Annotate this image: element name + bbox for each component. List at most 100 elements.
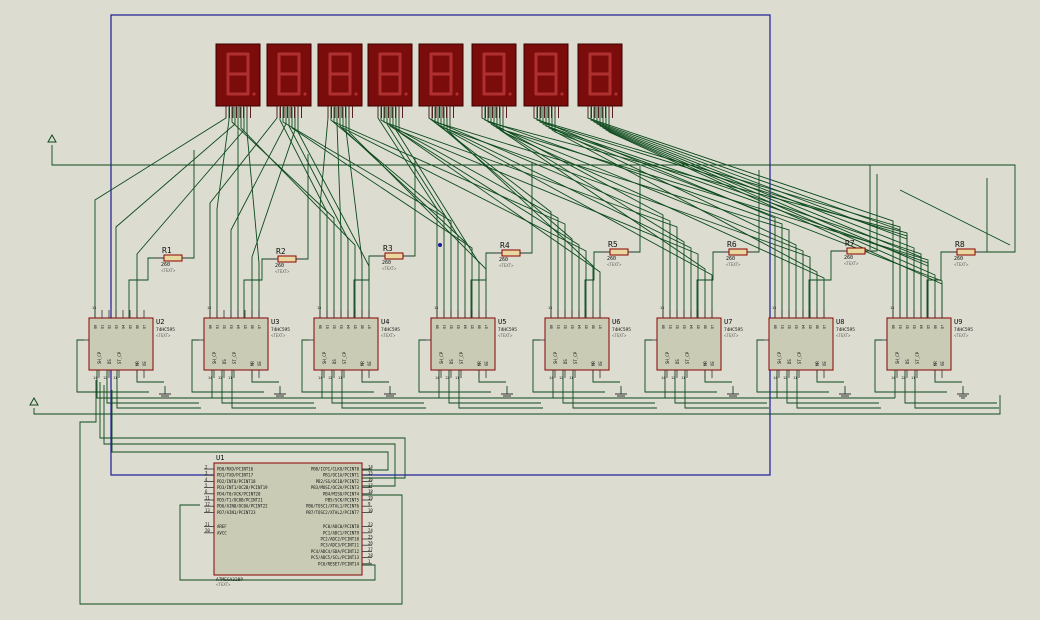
pin-label: SH_CP xyxy=(777,351,782,364)
mcu-pin-label: PB0/ICP1/CLKO/PCINT0 xyxy=(311,467,360,472)
pin-label: Q5 xyxy=(809,325,813,329)
wire xyxy=(434,107,790,318)
wire xyxy=(179,504,376,581)
pin-label: DS xyxy=(905,359,910,364)
wire xyxy=(96,370,212,399)
pin-label: Q0 xyxy=(436,325,440,329)
shift-register-ref: U3 xyxy=(271,318,279,326)
mcu-text: <TEXT> xyxy=(216,582,231,587)
wire xyxy=(342,107,587,318)
shift-register-text: <TEXT> xyxy=(498,333,513,338)
wire xyxy=(458,370,543,409)
wire xyxy=(392,107,699,318)
wire xyxy=(499,107,706,318)
pin-label: Q2 xyxy=(564,325,568,329)
shift-register-part: 74HC595 xyxy=(612,327,631,333)
pin-number: 12 xyxy=(218,376,222,380)
wire xyxy=(389,107,580,318)
wire xyxy=(599,107,922,318)
wire xyxy=(808,250,839,318)
mcu-part: ATMEGA328P xyxy=(216,577,243,583)
mcu-pin-number: 14 xyxy=(368,464,373,469)
pin-label: Q1 xyxy=(669,325,673,329)
wire xyxy=(632,166,641,253)
wire xyxy=(443,107,811,318)
pin-label: Q1 xyxy=(326,325,330,329)
wire xyxy=(348,107,487,318)
wire xyxy=(231,370,316,409)
pin-label: Q7 xyxy=(485,325,489,329)
pin-label: Q0 xyxy=(662,325,666,329)
mcu-pin-number: 9 xyxy=(368,502,371,507)
wire xyxy=(552,370,665,399)
pin-label: Q0 xyxy=(319,325,323,329)
pin-label: DS xyxy=(107,359,112,364)
mcu-pin-number: 15 xyxy=(368,471,373,476)
decimal-point xyxy=(508,92,512,96)
shift-register-text: <TEXT> xyxy=(612,333,627,338)
pin-label: Q6 xyxy=(704,325,708,329)
wire xyxy=(106,370,199,404)
wire xyxy=(904,370,997,404)
pin-number: 14 xyxy=(435,376,439,380)
mcu-pin-label: AREF xyxy=(217,524,227,529)
pin-number: 11 xyxy=(455,376,459,380)
pin-label: OE xyxy=(367,361,372,366)
pin-label: Q5 xyxy=(244,325,248,329)
seven-segment-display xyxy=(367,43,413,118)
wire xyxy=(572,370,657,409)
mcu-pin-label: PD0/RXD/PCINT16 xyxy=(217,467,254,472)
mcu-pin-label: PB5/SCK/PCINT5 xyxy=(325,498,359,503)
wire xyxy=(776,370,895,399)
pin-label: SH_CP xyxy=(212,351,217,364)
wire xyxy=(644,339,717,393)
wire xyxy=(674,370,767,404)
shift-register-text: <TEXT> xyxy=(724,333,739,338)
mcu-pin-number: 6 xyxy=(205,489,208,494)
mcu-pin-number: 17 xyxy=(368,483,373,488)
wire xyxy=(251,370,279,383)
decimal-point xyxy=(560,92,564,96)
wire xyxy=(470,252,494,318)
pin-label: Q6 xyxy=(592,325,596,329)
pin-label: Q0 xyxy=(774,325,778,329)
pin-label: Q1 xyxy=(557,325,561,329)
pin-label: OE xyxy=(940,361,945,366)
pin-number: 14 xyxy=(661,376,665,380)
pin-label: SH_CP xyxy=(97,351,102,364)
wire xyxy=(103,385,396,487)
pin-label: Q7 xyxy=(823,325,827,329)
mcu-pin-number: 28 xyxy=(368,553,373,558)
wire xyxy=(115,107,236,318)
wire xyxy=(333,107,566,318)
pin-number: 15 xyxy=(92,306,96,310)
pin-label: Q0 xyxy=(892,325,896,329)
pin-number: 15 xyxy=(660,306,664,310)
pin-label: ST_CP xyxy=(573,351,578,364)
resistor-ref: R2 xyxy=(276,247,286,256)
resistor-ref: R6 xyxy=(727,240,737,249)
pin-label: Q5 xyxy=(585,325,589,329)
wire xyxy=(251,107,296,318)
shift-register-body xyxy=(88,317,154,371)
mcu-pin-number: 4 xyxy=(205,477,208,482)
resistor-body xyxy=(277,255,297,263)
